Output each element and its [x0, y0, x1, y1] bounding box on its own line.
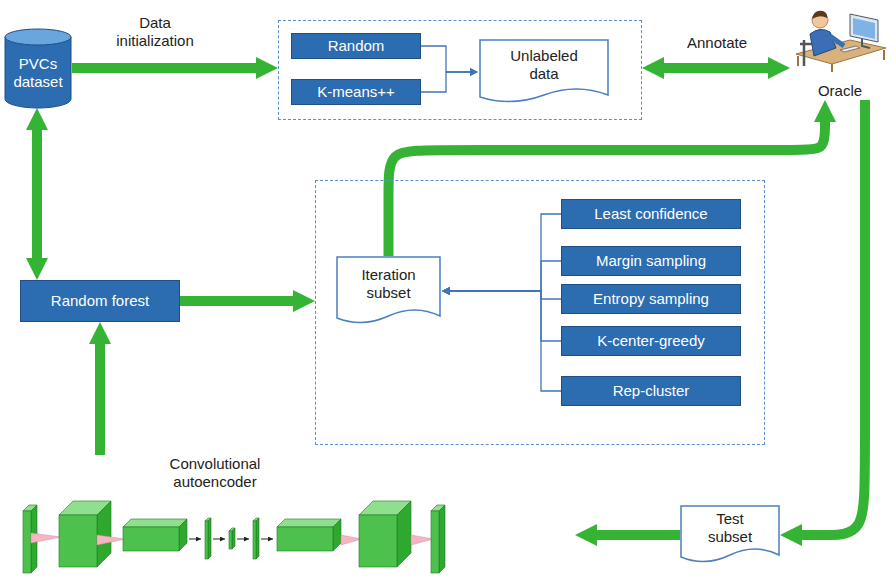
flow-arrow	[180, 296, 293, 306]
box-label: K-means++	[317, 83, 395, 101]
flow-arrow	[597, 530, 680, 540]
node-label: Test subset	[680, 510, 780, 560]
flow-arrow	[389, 122, 826, 256]
flow-arrow	[802, 100, 865, 535]
process-box: Random forest	[20, 280, 180, 322]
process-box: Entropy sampling	[561, 284, 741, 314]
node-label: Convolutional autoencoder	[135, 455, 295, 491]
flow-arrow	[32, 130, 42, 258]
edge-label: Annotate	[662, 34, 772, 52]
process-box: Margin sampling	[561, 246, 741, 276]
document-shape: Unlabeled data	[479, 39, 609, 105]
box-label: K-center-greedy	[597, 332, 705, 350]
process-box: Least confidence	[561, 199, 741, 229]
link-arrow	[450, 291, 561, 299]
dataset-cylinder: PVCs dataset	[4, 28, 72, 108]
link-arrow	[450, 291, 561, 391]
box-label: Least confidence	[594, 205, 707, 223]
flow-arrow	[72, 63, 256, 73]
process-box: Rep-cluster	[561, 376, 741, 406]
process-box: K-center-greedy	[561, 326, 741, 356]
dashed-group: RandomK-means++ Unlabeled data	[278, 20, 642, 120]
flow-arrow	[95, 344, 105, 455]
autoencoder-illustration	[15, 497, 575, 579]
node-label: Oracle	[818, 82, 862, 100]
node-label: PVCs dataset	[4, 41, 72, 95]
link-arrow	[421, 72, 470, 92]
link-arrow	[450, 291, 561, 341]
edge-label: Data initialization	[100, 14, 210, 50]
box-label: Entropy sampling	[593, 290, 709, 308]
link-arrow	[421, 46, 470, 72]
process-box: K-means++	[291, 79, 421, 105]
box-label: Random forest	[51, 292, 149, 310]
process-box: Random	[291, 33, 421, 59]
oracle-icon	[790, 0, 890, 74]
box-label: Random	[328, 37, 385, 55]
flow-arrow	[664, 63, 768, 73]
link-arrow	[450, 214, 561, 291]
box-label: Rep-cluster	[613, 382, 690, 400]
node-label: Iteration subset	[336, 266, 441, 316]
oracle-figure: Oracle	[790, 0, 890, 100]
node-label: Unlabeled data	[479, 47, 609, 97]
autoencoder-figure: Convolutional autoencoder	[15, 455, 575, 580]
document-shape: Test subset	[680, 505, 780, 565]
link-arrow	[450, 261, 561, 291]
dashed-group: Iteration subset Least confidenceMargin s…	[315, 180, 765, 445]
box-label: Margin sampling	[596, 252, 706, 270]
document-shape: Iteration subset	[336, 256, 441, 326]
